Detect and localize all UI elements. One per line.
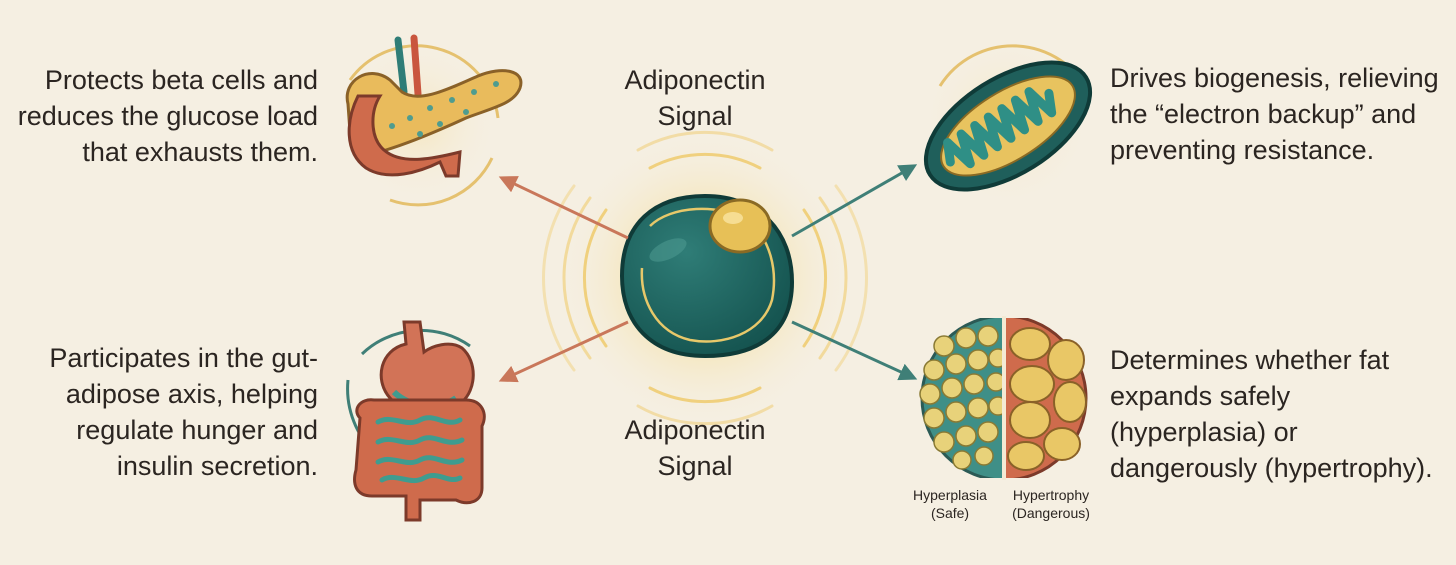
gut-description: Participates in the gut-adipose axis, he…: [49, 343, 318, 481]
arrow-to-gut: [498, 320, 629, 383]
arrow-to-mitochondrion: [791, 164, 918, 238]
signal-label-top: Adiponectin Signal: [624, 65, 766, 131]
hypertrophy-caption: Hypertrophy (Dangerous): [1012, 487, 1090, 521]
pancreas-icon: [336, 34, 523, 207]
mitochondrion-description: Drives biogenesis, relieving the “electr…: [1110, 63, 1439, 165]
pancreas-description: Protects beta cells and reduces the gluc…: [17, 65, 318, 167]
arrow-to-pancreas: [498, 176, 629, 240]
hyperplasia-caption: Hyperplasia (Safe): [913, 487, 987, 521]
mitochondrion-icon: [920, 36, 1093, 208]
signal-label-bottom: Adiponectin Signal: [624, 415, 766, 481]
arrow-to-fat-cells: [791, 320, 918, 381]
signal-waves: [541, 130, 869, 426]
fat-cells-comparison-icon: [919, 316, 1088, 480]
fat-expansion-description: Determines whether fat expands safely (h…: [1110, 345, 1433, 483]
adipocyte-cell-icon: [619, 193, 795, 359]
digestive-tract-icon: [346, 320, 486, 522]
